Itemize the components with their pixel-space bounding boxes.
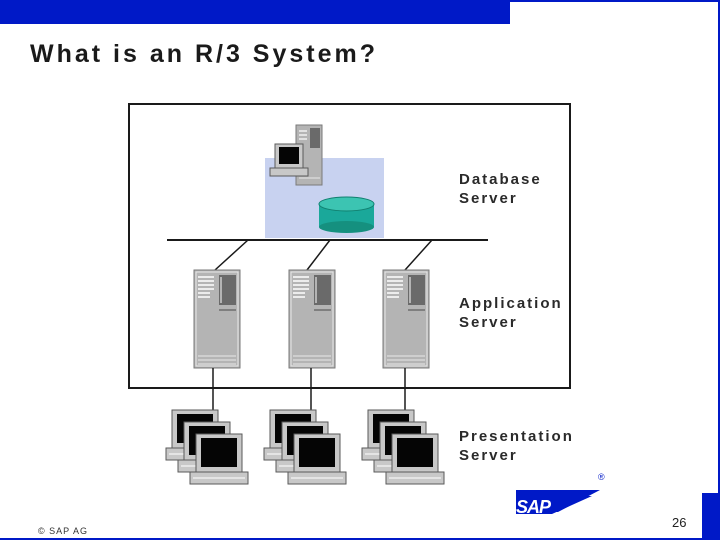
slide-title: What is an R/3 System?: [30, 40, 379, 68]
connector-line: [214, 239, 249, 271]
title-rule: [510, 0, 720, 2]
presentation-server-label: Presentation Server: [459, 428, 574, 464]
system-boundary-frame: [128, 103, 571, 389]
sap-logo: [516, 490, 600, 514]
application-server-icon: [193, 269, 241, 369]
application-server-label: Application Server: [459, 295, 563, 331]
presentation-client-icon: [264, 410, 346, 484]
database-host-icon: [269, 124, 323, 186]
database-server: [265, 124, 384, 238]
sap-logo-text: SAP: [516, 497, 551, 517]
application-server-icon: [382, 269, 430, 369]
application-server-icon: [288, 269, 336, 369]
database-cylinder-icon: [318, 196, 375, 233]
database-server-label: Database Server: [459, 171, 542, 207]
copyright-notice: © SAP AG: [38, 526, 88, 536]
corner-accent: [702, 493, 720, 540]
registered-mark: ®: [598, 472, 605, 482]
connector-line: [306, 239, 331, 271]
page-number: 26: [672, 515, 687, 530]
presentation-client-icon: [362, 410, 444, 484]
presentation-client-icon: [166, 410, 248, 484]
title-bar: [0, 0, 510, 24]
connector-line: [404, 239, 433, 271]
